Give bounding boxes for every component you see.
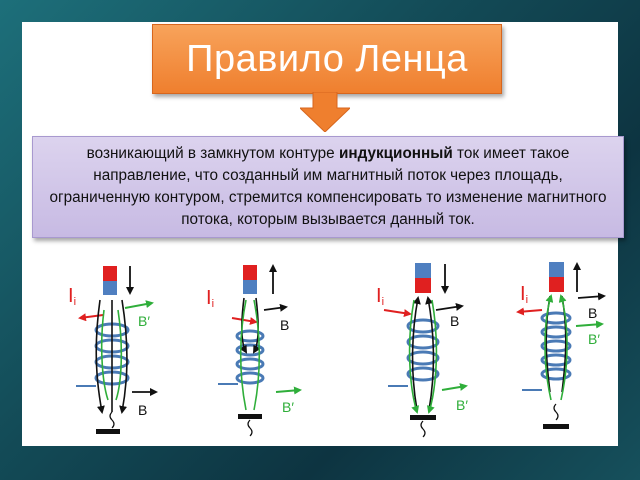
- diagram-4: Ii B B′: [516, 262, 606, 429]
- induced-field-arrow: [441, 383, 468, 391]
- induced-line: [408, 299, 419, 414]
- induced-line: [427, 299, 438, 414]
- magnet-north: [415, 278, 431, 293]
- title-banner: Правило Ленца: [152, 24, 502, 94]
- coil: [235, 329, 265, 385]
- field-arrow: [577, 292, 606, 301]
- diagram-1: Ii B′ B: [68, 266, 158, 434]
- magnet-south: [415, 263, 431, 278]
- current-label: Ii: [206, 287, 214, 310]
- current-arrow: [383, 309, 412, 318]
- induced-field-arrow: [275, 386, 302, 395]
- induced-field-label: B′: [282, 399, 294, 415]
- diagram-3: Ii B B′: [376, 263, 468, 438]
- field-label: B: [588, 305, 597, 321]
- induced-line: [544, 294, 554, 401]
- lead-wire: [247, 419, 253, 437]
- current-arrow: [231, 317, 258, 325]
- rule-text-bold: индукционный: [338, 145, 453, 162]
- magnet-south: [103, 281, 117, 295]
- terminal: [543, 424, 569, 429]
- rule-text: возникающий в замкнутом контуре индукцио…: [33, 143, 623, 231]
- terminal: [96, 429, 120, 434]
- field-line: [425, 296, 435, 411]
- lead-wire: [553, 403, 559, 421]
- rule-text-part2: ток имеет такое направление, что созданн…: [49, 145, 607, 228]
- current-label: Ii: [68, 285, 76, 308]
- field-label: B: [138, 402, 147, 418]
- diagram-2: Ii B B′: [206, 264, 302, 437]
- title-arrow: [300, 92, 350, 132]
- lead-wire: [109, 411, 115, 429]
- field-arrow: [435, 302, 464, 311]
- field-label: B: [280, 317, 289, 333]
- coil: [406, 318, 440, 382]
- field-line: [411, 296, 421, 411]
- coil: [540, 311, 572, 381]
- current-label: Ii: [376, 285, 384, 308]
- magnet-south: [549, 262, 564, 277]
- page-title: Правило Ленца: [186, 37, 468, 80]
- field-line: [119, 299, 128, 414]
- magnet-north: [243, 265, 257, 280]
- induced-line: [115, 309, 123, 401]
- induced-line: [100, 309, 109, 401]
- rule-box: возникающий в замкнутом контуре индукцио…: [32, 136, 624, 238]
- terminal: [410, 415, 436, 420]
- magnet-north: [549, 277, 564, 292]
- current-label: Ii: [520, 283, 528, 306]
- field-label: B: [450, 313, 459, 329]
- induced-line: [253, 299, 261, 411]
- induced-field-arrow: [575, 320, 604, 329]
- magnet-south: [243, 280, 257, 294]
- current-arrow: [78, 313, 104, 322]
- induced-field-arrow: [124, 300, 154, 309]
- rule-text-part1: возникающий в замкнутом контуре: [86, 145, 339, 162]
- field-arrow: [263, 303, 288, 312]
- field-line: [95, 299, 105, 414]
- current-arrow: [516, 307, 543, 316]
- magnet-north: [103, 266, 117, 281]
- induced-line: [558, 294, 568, 401]
- induced-field-label: B′: [456, 397, 468, 413]
- lead-wire: [420, 420, 426, 438]
- induced-line: [239, 299, 247, 411]
- induced-field-label: B′: [138, 313, 150, 329]
- terminal: [238, 414, 262, 419]
- induced-field-label: B′: [588, 331, 600, 347]
